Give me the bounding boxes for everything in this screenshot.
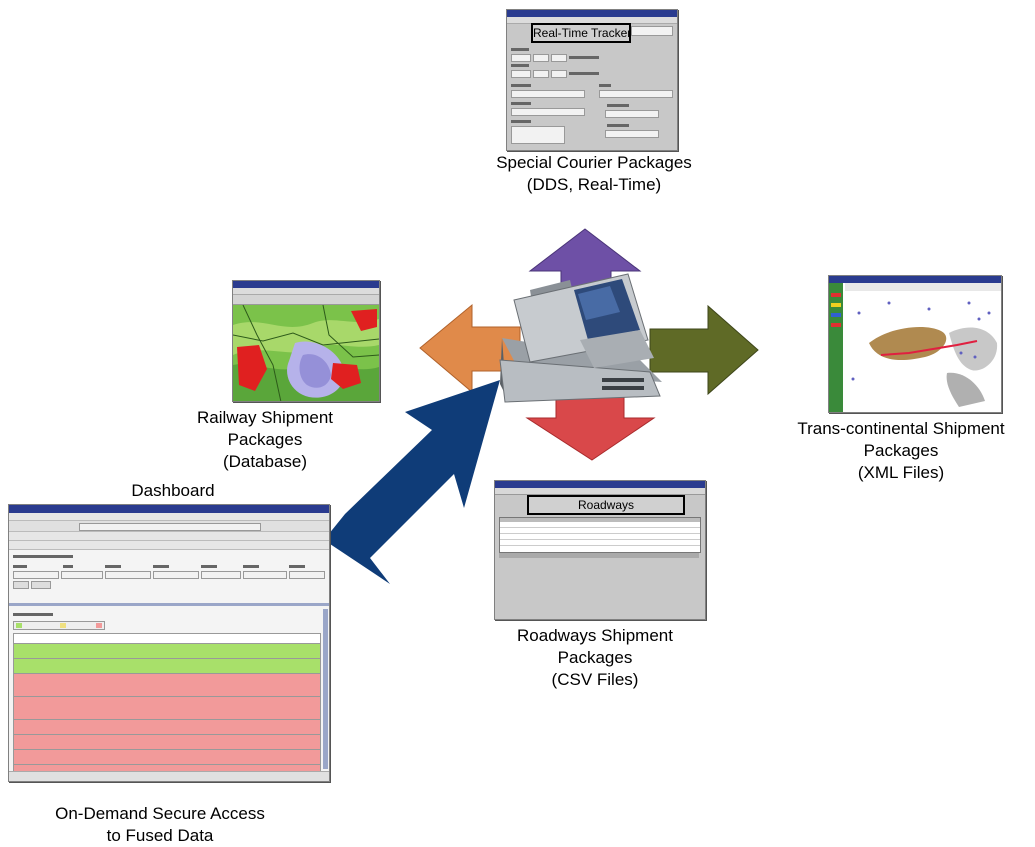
tracker-window: Real-Time Tracker: [506, 9, 678, 151]
caption-railway: Railway Shipment Packages (Database): [196, 408, 334, 471]
results-table[interactable]: [13, 633, 321, 773]
roadways-title: Roadways: [527, 495, 685, 515]
roadways-window: Roadways: [494, 480, 706, 620]
dashboard-window: [8, 504, 330, 782]
table-row[interactable]: [14, 659, 320, 674]
table-row[interactable]: [14, 674, 320, 697]
table-row[interactable]: [14, 644, 320, 659]
arrow-right: [649, 304, 759, 396]
results-scrollbar[interactable]: [323, 609, 328, 769]
arrow-down: [525, 391, 656, 461]
roadways-scrollbar[interactable]: [499, 553, 699, 558]
tracker-title: Real-Time Tracker: [531, 23, 631, 43]
search-results: [13, 611, 321, 773]
table-row[interactable]: [14, 735, 320, 750]
caption-transcontinental: Trans-continental Shipment Packages (XML…: [797, 419, 1005, 482]
table-row[interactable]: [14, 697, 320, 720]
search-criteria-form: [13, 553, 325, 593]
table-row[interactable]: [14, 765, 320, 772]
table-row[interactable]: [14, 750, 320, 765]
roadways-table[interactable]: [499, 517, 701, 553]
transcontinental-map-window: [828, 275, 1002, 413]
railway-map[interactable]: [233, 305, 379, 402]
railway-map-window: [232, 280, 380, 402]
table-row[interactable]: [14, 720, 320, 735]
arrow-diagonal: [324, 380, 500, 584]
transcontinental-map[interactable]: [829, 283, 1001, 412]
computer-icon: [499, 273, 662, 403]
caption-on-demand: On-Demand Secure Access to Fused Data: [55, 804, 265, 845]
address-bar[interactable]: [79, 523, 261, 531]
caption-special-courier: Special Courier Packages (DDS, Real-Time…: [496, 153, 692, 194]
caption-roadways: Roadways Shipment Packages (CSV Files): [517, 626, 673, 689]
submit-button[interactable]: [31, 581, 51, 589]
reset-button[interactable]: [13, 581, 29, 589]
caption-dashboard: Dashboard: [131, 481, 215, 500]
